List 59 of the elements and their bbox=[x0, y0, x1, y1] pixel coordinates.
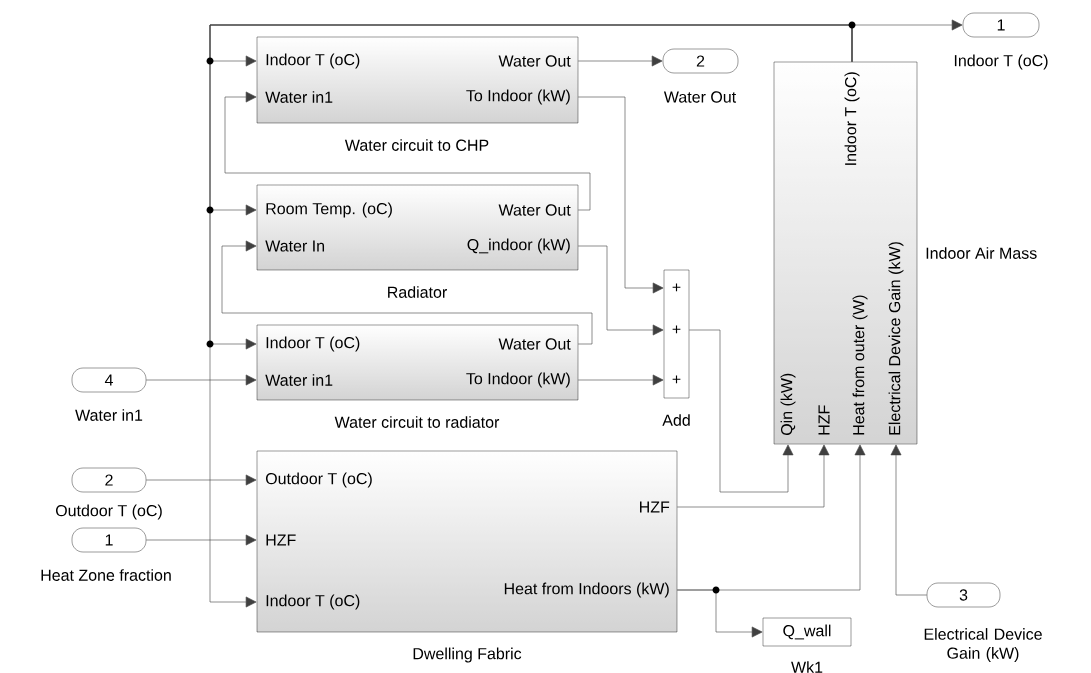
signal-line bbox=[209, 24, 853, 608]
block-name: Wk1 bbox=[791, 661, 823, 673]
signal-line bbox=[577, 96, 664, 294]
block-name: Water Out bbox=[663, 91, 737, 103]
port-label: Indoor T (oC) bbox=[266, 594, 360, 610]
signal-line bbox=[145, 534, 257, 546]
signal-line bbox=[221, 240, 593, 345]
inport-block: 1 bbox=[71, 527, 147, 553]
sum-sign: + bbox=[672, 283, 681, 292]
inport-block: 3 bbox=[926, 582, 1001, 608]
block-name: Indoor Air Mass bbox=[926, 247, 1037, 259]
port-label: Q_indoor (kW) bbox=[467, 238, 570, 254]
port-label: Outdoor T (oC) bbox=[265, 472, 372, 488]
port-label: To Indoor (kW) bbox=[466, 89, 570, 105]
block-name: Water circuit to CHP bbox=[344, 139, 489, 151]
block-name: Radiator bbox=[388, 286, 447, 298]
block-name: Water circuit to radiator bbox=[334, 416, 500, 428]
inport-block: 4 bbox=[71, 367, 147, 393]
port-label: Heat from outer (W) bbox=[852, 295, 868, 435]
port-label: Water in1 bbox=[265, 374, 333, 386]
port-label: Water Out bbox=[498, 204, 571, 216]
port-label: Water Out bbox=[498, 55, 571, 67]
port-label: Water In bbox=[265, 240, 324, 252]
sum-sign: + bbox=[672, 375, 681, 384]
signal-line bbox=[577, 245, 664, 336]
signal-line bbox=[224, 91, 591, 211]
block-name: Dwelling Fabric bbox=[413, 647, 522, 663]
block-name: Add bbox=[662, 414, 690, 426]
block-name: Outdoor T (oC) bbox=[55, 504, 162, 520]
port-label: To Indoor (kW) bbox=[466, 372, 570, 388]
signal-line bbox=[676, 589, 763, 638]
display-block: Q_wall bbox=[762, 617, 852, 647]
port-label: HZF bbox=[266, 534, 296, 546]
outport-block: 2 bbox=[662, 48, 739, 74]
signal-line bbox=[577, 374, 664, 386]
signal-line bbox=[145, 374, 257, 386]
inport-block: 2 bbox=[71, 467, 147, 493]
signal-line bbox=[577, 55, 663, 67]
sum-sign: + bbox=[672, 325, 681, 334]
outport-block: 1 bbox=[962, 12, 1040, 38]
port-label: Indoor T (oC) bbox=[266, 336, 360, 352]
port-label: Qin (kW) bbox=[780, 373, 796, 436]
port-label: Heat from Indoors (kW) bbox=[504, 582, 669, 598]
signal-line bbox=[145, 474, 257, 486]
port-label: Water Out bbox=[498, 338, 571, 350]
port-label: Room Temp. (oC) bbox=[266, 202, 392, 218]
port-label: HZF bbox=[818, 405, 830, 435]
block-name: Heat Zone fraction bbox=[41, 569, 171, 581]
port-label: Indoor T (oC) bbox=[844, 72, 860, 165]
block-name: Electrical Device Gain (kW) bbox=[924, 628, 1042, 662]
port-label: HZF bbox=[640, 501, 670, 513]
port-label: Indoor T (oC) bbox=[266, 53, 360, 69]
block-name: Water in1 bbox=[75, 409, 143, 421]
signal-line bbox=[688, 329, 794, 493]
port-label: Water in1 bbox=[265, 91, 333, 103]
port-label: Electrical Device Gain (kW) bbox=[888, 242, 904, 435]
signal-line bbox=[890, 444, 928, 596]
block-name: Indoor T (oC) bbox=[954, 54, 1048, 70]
signal-line bbox=[676, 444, 830, 508]
